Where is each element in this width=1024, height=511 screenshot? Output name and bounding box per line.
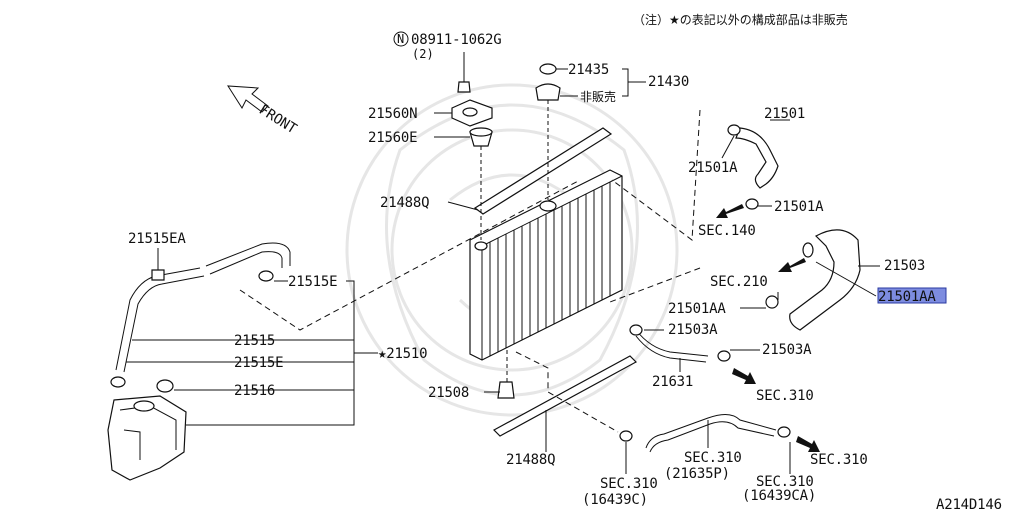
dashed-leader-left — [239, 179, 581, 331]
label-21488q-bottom: 21488Q — [506, 452, 555, 468]
label-sec310-right[interactable]: SEC.310 — [756, 388, 814, 404]
label-21501a-mid: 21501A — [774, 199, 824, 215]
lower-hose-21503[interactable]: 21503 — [789, 229, 925, 331]
seal-top-21488q[interactable]: 21488Q — [380, 127, 613, 215]
bushing-21560e[interactable]: 21560E — [368, 127, 493, 147]
clamp-21515e-top[interactable]: 21515E — [258, 270, 338, 290]
highlight-box — [877, 287, 947, 304]
label-21510: ★21510 — [378, 346, 427, 362]
label-21503: 21503 — [884, 258, 925, 274]
reservoir-hose-21515[interactable]: 21515 — [115, 242, 291, 373]
note-text: （注）★の表記以外の構成部品は非販売 — [633, 12, 848, 27]
label-sec310-bottom-left-sub: (16439C) — [582, 492, 648, 508]
clamp-16439ca[interactable]: SEC.310 (16439CA) — [742, 426, 816, 504]
clamp-16439c[interactable]: SEC.310 (16439C) — [582, 430, 658, 508]
front-arrow: FRONT — [227, 85, 300, 138]
clamp-21503a-right[interactable]: 21503A — [717, 342, 812, 362]
label-21501a-top: 21501A — [688, 160, 738, 176]
sec310-arrow-right — [732, 368, 756, 384]
bolt-quantity: (2) — [412, 47, 434, 61]
label-21488q-top: 21488Q — [380, 195, 429, 211]
small-hose-21631[interactable]: 21503A 21631 — [629, 322, 718, 390]
label-21516: 21516 — [234, 383, 275, 399]
label-21560e: 21560E — [368, 130, 417, 146]
label-21435: 21435 — [568, 62, 609, 78]
bolt-callout[interactable]: N 08911-1062G (2) — [393, 31, 502, 82]
label-21515: 21515 — [234, 333, 275, 349]
label-21503a-left: 21503A — [668, 322, 718, 338]
label-21515e-mid: 21515E — [234, 355, 283, 371]
label-21515ea: 21515EA — [128, 231, 186, 247]
label-21430: 21430 — [648, 74, 689, 90]
front-label: FRONT — [256, 102, 300, 138]
diagram-code: A214D146 — [936, 497, 1002, 511]
bottom-hose-21635p[interactable]: SEC.310 (21635P) — [645, 414, 777, 482]
label-sec310-bottom-mid-sub: (16439CA) — [742, 488, 816, 504]
clamp-21501aa[interactable]: 21501AA — [668, 292, 779, 317]
clip-21515ea[interactable]: 21515EA — [128, 231, 187, 281]
label-not-sold: 非販売 — [580, 89, 616, 104]
radiator-21460[interactable] — [469, 169, 623, 361]
sec210-arrow — [778, 258, 806, 272]
label-21508: 21508 — [428, 385, 469, 401]
radiator-cap-21430[interactable]: 21435 非販売 21430 — [535, 62, 689, 104]
label-sec140[interactable]: SEC.140 — [698, 223, 756, 239]
bolt-symbol: N — [397, 32, 404, 46]
reservoir-cap-21516[interactable]: 21516 — [156, 379, 275, 399]
label-21501aa-left: 21501AA — [668, 301, 726, 317]
label-21560n: 21560N — [368, 106, 417, 122]
label-sec210[interactable]: SEC.210 — [710, 274, 768, 290]
label-21631: 21631 — [652, 374, 693, 390]
sec140-arrow — [716, 204, 744, 218]
label-21503a-right: 21503A — [762, 342, 812, 358]
label-21501aa-highlight[interactable]: 21501AA — [878, 289, 937, 305]
clamp-21501a-top[interactable]: 21501A — [688, 124, 741, 176]
label-sec310-bottom-mid[interactable]: SEC.310 — [756, 474, 814, 490]
label-sec310-bottom-left[interactable]: SEC.310 — [600, 476, 658, 492]
mount-21508[interactable]: 21508 — [428, 350, 515, 401]
label-sec310-mid-sub: (21635P) — [664, 466, 730, 482]
bracket-21560n[interactable]: 21560N — [368, 99, 493, 127]
reservoir-tank[interactable] — [107, 395, 187, 481]
clamp-21515e-mid[interactable]: 21515E — [110, 355, 284, 388]
sec310-arrow-far-right — [796, 436, 820, 452]
label-sec310-far-right[interactable]: SEC.310 — [810, 452, 868, 468]
label-sec310-mid[interactable]: SEC.310 — [684, 450, 742, 466]
dashed-leader-right — [609, 267, 701, 303]
upper-hose-21501[interactable]: 21501 — [735, 106, 805, 189]
bolt-part-number: 08911-1062G — [411, 32, 502, 48]
dashed-leader-upper — [611, 109, 701, 241]
bolt-part — [457, 81, 471, 93]
label-21515e-top: 21515E — [288, 274, 337, 290]
kit-bracket-21510: ★21510 — [186, 280, 428, 426]
clamp-21501a-mid[interactable]: 21501A — [745, 198, 824, 215]
seal-bottom-21488q[interactable]: 21488Q — [493, 355, 637, 468]
dashed-leader-bottom — [515, 351, 619, 433]
label-21501: 21501 — [764, 106, 805, 122]
